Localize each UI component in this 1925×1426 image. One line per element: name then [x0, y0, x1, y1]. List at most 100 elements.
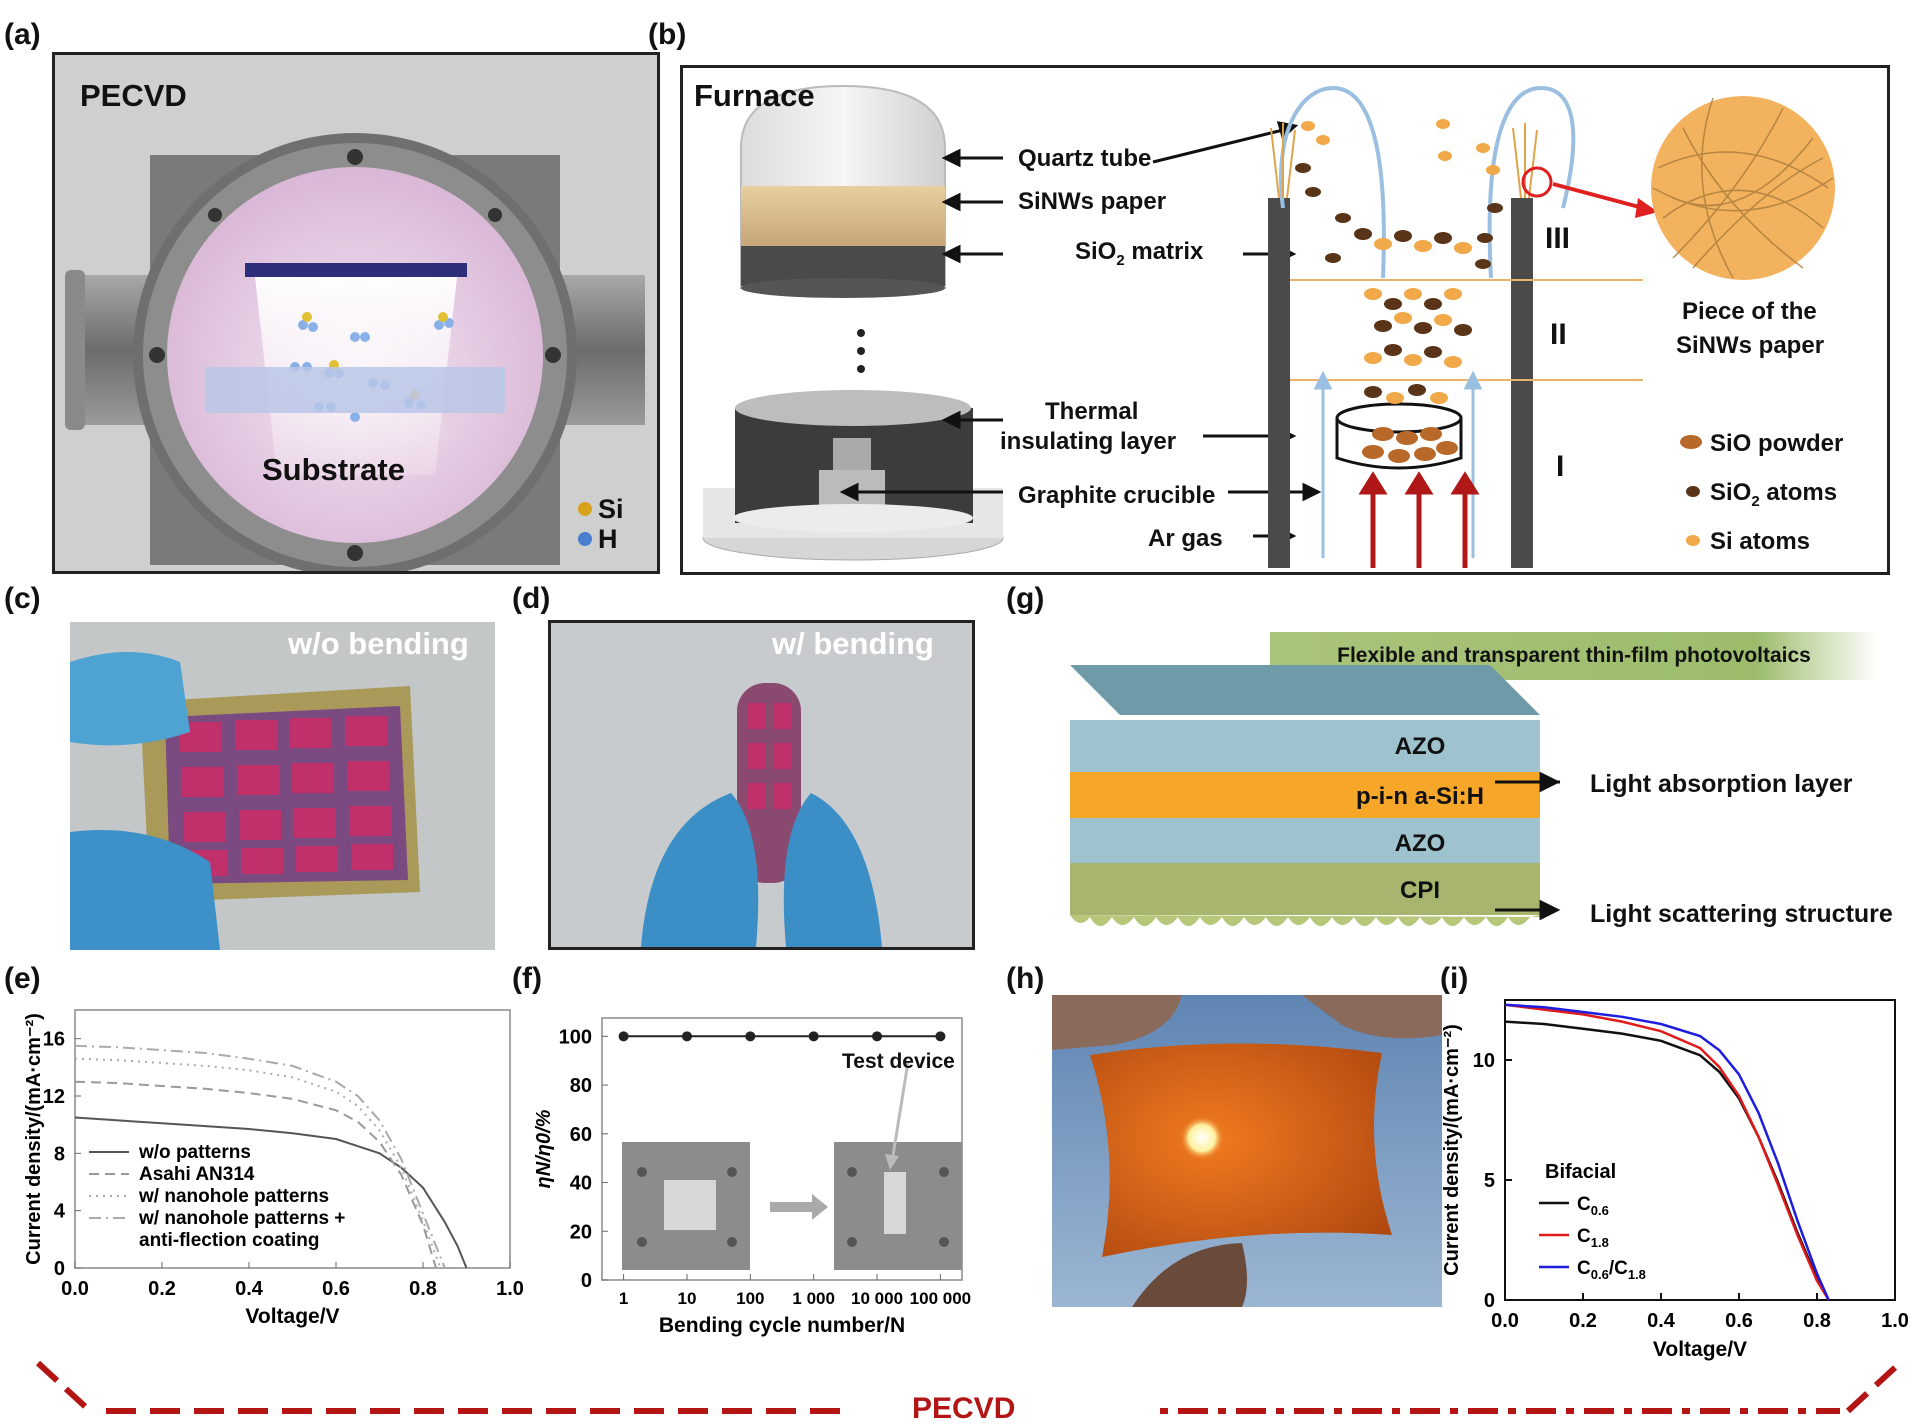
y-tick-label-i: 5: [1484, 1170, 1495, 1192]
series-line-i-1: [1504, 1003, 1830, 1301]
callout-quartz-tube: Quartz tube: [1018, 145, 1152, 172]
legend-label-e: anti-flection coating: [139, 1230, 320, 1251]
x-tick-label-f: 100: [736, 1289, 764, 1308]
y-tick-label-e: 8: [54, 1143, 65, 1165]
x-tick-label-i: 0.4: [1647, 1310, 1676, 1332]
x-tick-label-i: 0.0: [1491, 1310, 1519, 1332]
x-axis-label-e: Voltage/V: [245, 1305, 339, 1328]
panel-b-label: (b): [648, 18, 687, 51]
panel-a-title: PECVD: [80, 78, 187, 113]
y-axis-label-i: Current density/(mA·cm⁻²): [1441, 1024, 1463, 1276]
legend-label-i: C0.6: [1577, 1194, 1609, 1218]
h-dot-icon: [578, 532, 592, 546]
y-tick-label-e: 4: [54, 1201, 66, 1223]
annotation-arrows: [1495, 771, 1561, 920]
x-tick-label-f: 100 000: [910, 1289, 971, 1308]
legend-label-i: C0.6/C1.8: [1577, 1258, 1646, 1282]
layer-azo-bottom: AZO: [1394, 830, 1446, 857]
si-dot-icon: [578, 502, 592, 516]
plot-frame-i: [1504, 999, 1896, 1301]
legend-label-e: w/ nanohole patterns +: [138, 1208, 345, 1229]
y-tick-label-e: 0: [54, 1258, 65, 1280]
annot-light-absorption: Light absorption layer: [1590, 770, 1853, 798]
y-axis-label-e: Current density/(mA·cm⁻²): [23, 1013, 45, 1265]
test-device-label: Test device: [842, 1050, 955, 1073]
data-point-f: [935, 1031, 946, 1042]
x-tick-label-e: 1.0: [496, 1278, 524, 1300]
pv-banner-text: Flexible and transparent thin-film photo…: [1337, 644, 1811, 667]
pv-stack-diagram: [1070, 665, 1560, 926]
layer-pin-asi: p-i-n a-Si:H: [1356, 783, 1484, 810]
y-tick-label-f: 80: [570, 1075, 592, 1097]
photo-h: [1052, 995, 1442, 1307]
panel-b-title: Furnace: [694, 78, 815, 113]
piece-label-2: SiNWs paper: [1676, 332, 1825, 359]
series-line-i-2: [1504, 1003, 1830, 1301]
panel-h-label: (h): [1006, 962, 1045, 995]
legend-sio-powder: SiO powder: [1680, 430, 1843, 458]
data-point-f: [872, 1031, 883, 1042]
x-axis-label-f: Bending cycle number/N: [659, 1314, 905, 1337]
si-atom-icon: [1686, 535, 1700, 546]
callout-sio2-matrix: SiO2 matrix: [1075, 238, 1204, 269]
x-axis-label-i: Voltage/V: [1653, 1338, 1747, 1361]
sio2-atom-icon: [1686, 486, 1700, 497]
panel-c-label: (c): [4, 582, 41, 615]
legend-label-i: C1.8: [1577, 1226, 1609, 1250]
x-tick-label-e: 0.4: [235, 1278, 264, 1300]
panel-a-label: (a): [4, 18, 41, 51]
y-tick-label-f: 0: [581, 1270, 592, 1292]
legend-h: H: [578, 524, 618, 555]
zone-ii: II: [1550, 318, 1567, 351]
legend-label-e: w/ nanohole patterns: [138, 1186, 329, 1207]
legend-label-e: w/o patterns: [138, 1142, 251, 1163]
x-tick-label-f: 1 000: [792, 1289, 835, 1308]
y-tick-label-f: 40: [570, 1173, 592, 1195]
y-tick-label-e: 16: [43, 1029, 65, 1051]
x-tick-label-f: 10 000: [851, 1289, 903, 1308]
y-tick-label-f: 60: [570, 1124, 592, 1146]
data-point-f: [618, 1031, 629, 1042]
panel-d-label: (d): [512, 582, 551, 615]
y-tick-label-f: 20: [570, 1221, 592, 1243]
sio-powder-icon: [1680, 435, 1702, 449]
test-device-arrow: [885, 1062, 910, 1170]
photo-h-image: [1052, 995, 1442, 1307]
photo-c: [70, 622, 495, 950]
callout-graphite-crucible: Graphite crucible: [1018, 482, 1216, 509]
test-device-photos: [622, 1142, 962, 1270]
footer-label: PECVD: [912, 1392, 1016, 1425]
panel-g-label: (g): [1006, 582, 1045, 615]
pecvd-chamber-illustration: [55, 55, 657, 571]
x-tick-label-e: 0.2: [148, 1278, 176, 1300]
legend-sio2-atoms: SiO2 atoms: [1686, 479, 1837, 510]
caption-without-bending: w/o bending: [288, 626, 469, 661]
panel-f-label: (f): [512, 962, 542, 995]
x-tick-label-e: 0.6: [322, 1278, 350, 1300]
photo-d: [548, 620, 975, 950]
data-point-f: [681, 1031, 692, 1042]
series-line-e-1: [74, 1080, 437, 1269]
legend-si: Si: [578, 494, 624, 525]
x-tick-label-f: 10: [677, 1289, 696, 1308]
caption-with-bending: w/ bending: [772, 626, 934, 661]
series-line-e-3: [74, 1044, 446, 1269]
callout-ar-gas: Ar gas: [1148, 525, 1223, 552]
x-tick-label-f: 1: [619, 1289, 628, 1308]
x-tick-label-i: 1.0: [1881, 1310, 1909, 1332]
x-tick-label-e: 0.8: [409, 1278, 437, 1300]
furnace-illustration: [702, 84, 1835, 568]
series-line-e-0: [74, 1116, 468, 1269]
y-tick-label-e: 12: [43, 1086, 65, 1108]
legend-si-atoms: Si atoms: [1686, 528, 1810, 556]
tube-particles: [1295, 119, 1503, 463]
panel-i-label: (i): [1440, 962, 1469, 995]
plot-frame-e: [74, 1009, 511, 1269]
data-point-f: [745, 1031, 756, 1042]
y-tick-label-i: 10: [1473, 1050, 1495, 1072]
layer-cpi: CPI: [1399, 877, 1440, 904]
legend-title-i: Bifacial: [1545, 1161, 1616, 1183]
